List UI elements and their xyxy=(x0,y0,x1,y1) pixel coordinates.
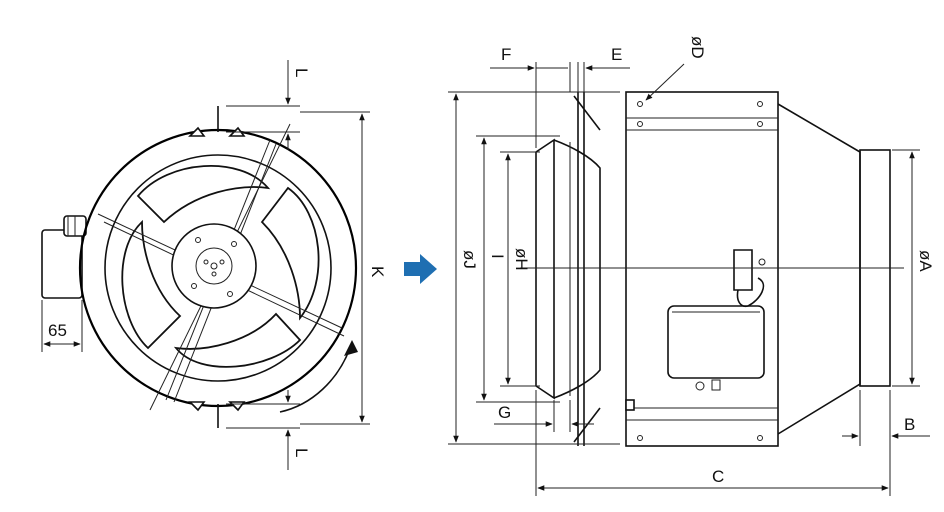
housing-box xyxy=(625,91,779,447)
label-L-top: L xyxy=(292,68,311,77)
inner-ring xyxy=(104,154,332,382)
label-F: F xyxy=(501,45,511,64)
label-E: E xyxy=(611,45,622,64)
label-65: 65 xyxy=(48,321,67,340)
label-D: øD xyxy=(688,36,707,59)
label-L-bottom: L xyxy=(292,448,311,457)
motor-hub xyxy=(171,223,257,309)
arrow-right-icon xyxy=(404,254,437,284)
label-G: G xyxy=(498,403,511,422)
label-H: øH xyxy=(512,248,531,271)
label-C: C xyxy=(712,467,724,486)
label-I: I xyxy=(488,254,507,259)
side-terminal-box xyxy=(667,305,765,379)
label-J: øJ xyxy=(460,250,479,269)
impeller-blades xyxy=(121,165,320,368)
terminal-box xyxy=(41,229,83,299)
label-B: B xyxy=(904,415,915,434)
label-K: K xyxy=(368,266,387,278)
front-view: L L K 65 xyxy=(41,60,387,470)
label-A: øA xyxy=(916,250,935,272)
side-view: øJ I øH øA F E øD G xyxy=(448,36,935,496)
